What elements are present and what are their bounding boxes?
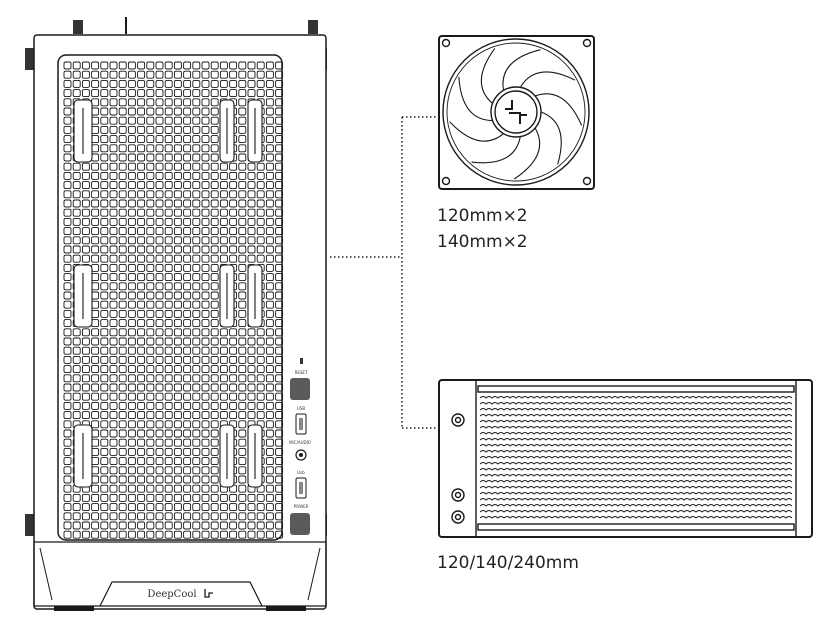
radiator-fins	[479, 396, 793, 519]
radiator-size-caption: 120/140/240mm	[437, 553, 579, 573]
fan-screw-hole	[582, 176, 592, 186]
usb-label: USB	[297, 406, 305, 411]
power-button[interactable]	[290, 513, 310, 535]
radiator-fitting	[451, 413, 465, 427]
fan-size-caption-1: 120mm×2	[437, 206, 528, 226]
front-io-panel: RESET USB MIC/AUDIO Usb POWER	[289, 358, 311, 535]
fan-size-caption-2: 140mm×2	[437, 232, 528, 252]
reset-label: RESET	[295, 370, 308, 375]
audio-label: MIC/AUDIO	[289, 440, 311, 445]
brand-logo-text: DeepCool	[147, 589, 196, 600]
dotted-connectors	[330, 116, 437, 429]
usb-port[interactable]	[295, 413, 307, 435]
fan-blades	[449, 48, 583, 180]
usbc-port[interactable]	[295, 477, 307, 499]
reset-button[interactable]	[290, 378, 310, 400]
radiator-fitting	[451, 510, 465, 524]
audio-jack[interactable]	[295, 449, 307, 461]
fan-screw-hole	[441, 176, 451, 186]
hdd-led-icon	[300, 358, 303, 364]
radiator	[438, 379, 813, 538]
fan-screw-hole	[441, 38, 451, 48]
fan-screw-hole	[582, 38, 592, 48]
deepcool-hub-logo-icon	[505, 100, 527, 124]
power-label: POWER	[294, 504, 309, 509]
mesh-vertical-slots	[73, 99, 263, 488]
usbc-label: Usb	[297, 470, 305, 475]
brand-logo-icon	[204, 589, 213, 598]
case-fan	[438, 35, 595, 190]
radiator-fitting	[451, 488, 465, 502]
